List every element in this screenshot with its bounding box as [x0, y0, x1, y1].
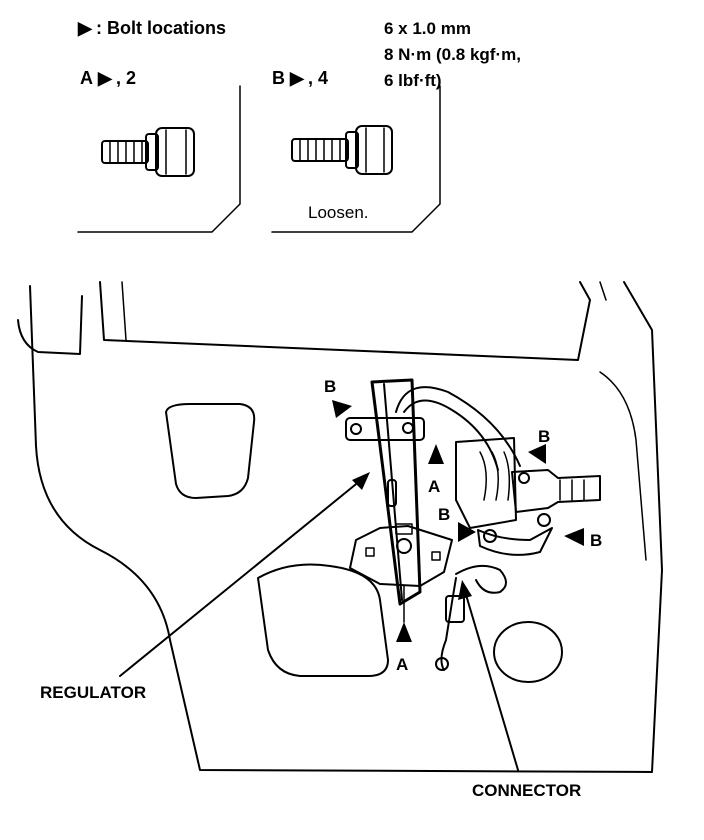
marker-b-4: B: [590, 531, 602, 550]
bolt-a-count: , 2: [116, 68, 136, 88]
bolt-markers: B A B B B A: [324, 377, 602, 674]
bolt-b-icon: [291, 125, 393, 175]
bolt-b-marker-4: [564, 528, 584, 546]
bolt-b-label: B ▶ , 4: [272, 68, 328, 88]
marker-a-1: A: [428, 477, 440, 496]
legend-marker: ▶: [77, 18, 93, 38]
regulator-label: REGULATOR: [40, 683, 146, 702]
bolt-b-marker-2: [528, 444, 546, 464]
bolt-a-marker-2: [396, 622, 412, 642]
spec-line-2: 8 N·m (0.8 kgf·m,: [384, 45, 521, 64]
connector-label: CONNECTOR: [472, 781, 581, 800]
bolt-b-marker-3: [458, 522, 476, 542]
marker-b-2: B: [538, 427, 550, 446]
regulator-callout: REGULATOR: [40, 472, 370, 702]
upper-access-hole: [165, 403, 256, 499]
spec-line-1: 6 x 1.0 mm: [384, 19, 471, 38]
speaker-hole: [493, 621, 563, 683]
door-panel: [17, 281, 663, 773]
marker-a-2: A: [396, 655, 408, 674]
bolt-a-letter: A: [80, 68, 93, 88]
bolt-legend: ▶ : Bolt locations: [77, 18, 226, 38]
loosen-note: Loosen.: [308, 203, 369, 222]
torque-spec: 6 x 1.0 mm 8 N·m (0.8 kgf·m, 6 lbf·ft): [384, 19, 521, 90]
marker-b-3: B: [438, 505, 450, 524]
bolt-b-letter: B: [272, 68, 285, 88]
callout-brackets: [77, 85, 441, 233]
bolt-a-marker-1: [428, 444, 444, 464]
regulator-assembly: [345, 378, 601, 671]
bolt-a-marker: ▶: [97, 68, 113, 88]
marker-b-1: B: [324, 377, 336, 396]
bolt-a-label: A ▶ , 2: [80, 68, 136, 88]
bolt-a-icon: [101, 127, 195, 177]
lower-access-hole: [257, 563, 389, 677]
bolt-b-marker-1: [332, 400, 352, 418]
bolt-b-marker: ▶: [289, 68, 305, 88]
legend-text: : Bolt locations: [96, 18, 226, 38]
spec-line-3: 6 lbf·ft): [384, 71, 442, 90]
connector-callout: CONNECTOR: [458, 580, 581, 800]
bolt-b-count: , 4: [308, 68, 328, 88]
